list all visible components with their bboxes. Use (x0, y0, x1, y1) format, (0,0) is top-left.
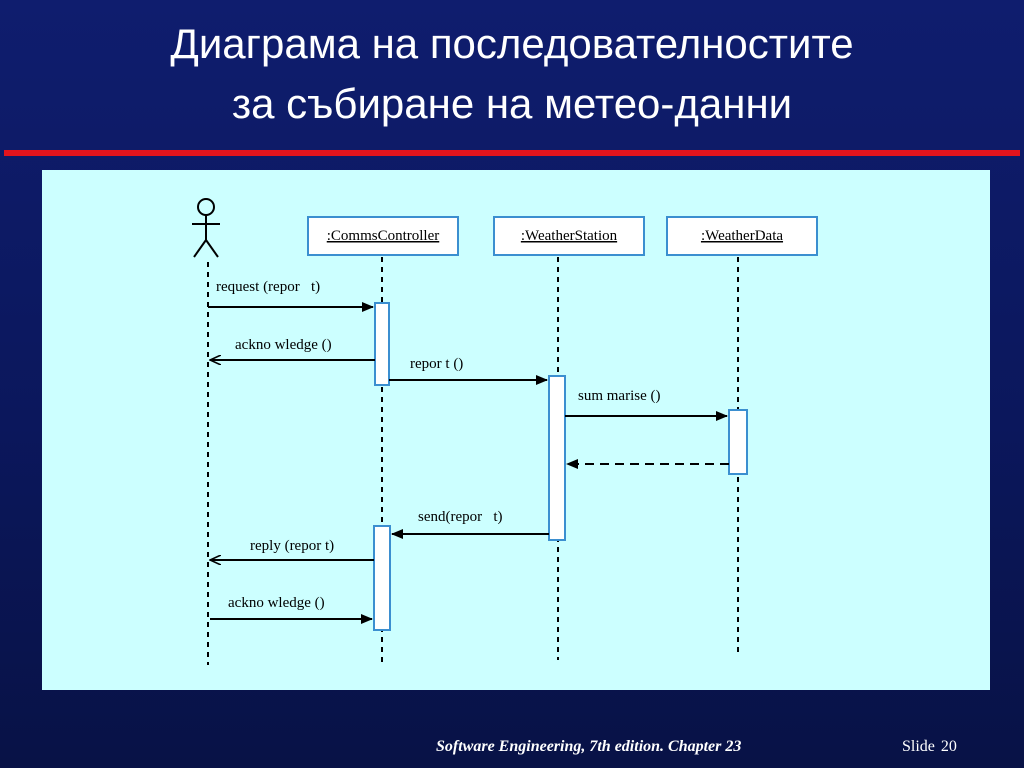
slide-number: 20 (940, 738, 957, 755)
object-label-weather-station: :WeatherStation (521, 228, 618, 244)
slide-title: Диаграма на последователностите за събир… (0, 14, 1024, 134)
object-label-comms-controller: :CommsController (327, 228, 440, 244)
activation-comms-1 (374, 302, 390, 386)
title-divider (4, 150, 1020, 156)
title-line-1: Диаграма на последователностите (170, 20, 854, 67)
message-label-acknowledge-1: ackno wledge () (235, 337, 332, 353)
message-label-send: send(repor t) (418, 509, 503, 525)
sequence-diagram: :CommsController :WeatherStation :Weathe… (42, 170, 990, 690)
activation-station (548, 375, 566, 541)
actor-stick-figure-icon (192, 198, 220, 258)
slide-label: Slide (902, 738, 935, 755)
object-box-weather-station: :WeatherStation (493, 216, 645, 256)
object-box-weather-data: :WeatherData (666, 216, 818, 256)
sequence-diagram-canvas: :CommsController :WeatherStation :Weathe… (192, 198, 818, 665)
message-label-summarise: sum marise () (578, 388, 660, 404)
message-label-request: request (repor t) (216, 279, 320, 295)
object-label-weather-data: :WeatherData (701, 228, 783, 244)
activation-data (728, 409, 748, 475)
footer-reference: Software Engineering, 7th edition. Chapt… (436, 738, 742, 755)
message-label-report: repor t () (410, 356, 463, 372)
object-box-comms-controller: :CommsController (307, 216, 459, 256)
footer-slide-number: Slide 20 (902, 738, 963, 756)
message-label-reply: reply (repor t) (250, 538, 334, 554)
activation-comms-2 (373, 525, 391, 631)
message-label-acknowledge-2: ackno wledge () (228, 595, 325, 611)
title-line-2: за събиране на метео-данни (231, 80, 793, 127)
